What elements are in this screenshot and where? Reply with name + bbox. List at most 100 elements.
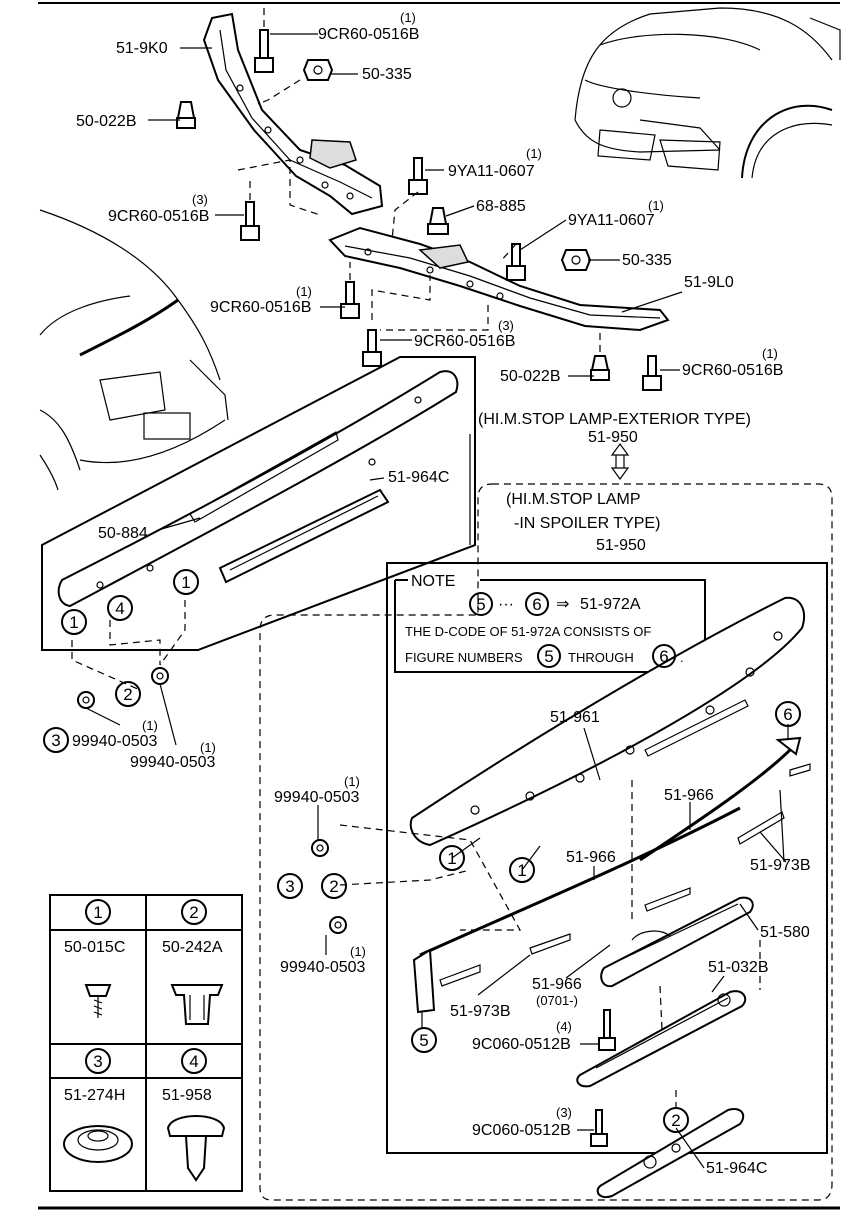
label-9C060-a: 9C060-0512B	[472, 1036, 571, 1053]
label-50-335-b: 50-335	[622, 252, 672, 269]
exterior-labels: (HI.M.STOP LAMP-EXTERIOR TYPE) 51-950 51…	[72, 411, 751, 771]
note-circle-6-a	[525, 592, 549, 616]
legend-part-2: 50-242A	[162, 939, 223, 956]
callout-circle-6-a	[775, 701, 801, 727]
label-9CR60-e: 9CR60-0516B	[682, 362, 783, 379]
label-50-884: 50-884	[98, 525, 148, 542]
callout-circle-5-a	[411, 1027, 437, 1053]
garnish-51-964C	[596, 1108, 745, 1198]
note-callout-5-b: 5	[544, 647, 553, 666]
note-callout-5-a: 5	[476, 595, 485, 614]
callout-1-c: 1	[447, 849, 456, 868]
label-68-885: 68-885	[476, 198, 526, 215]
locator-lines-spoiler	[339, 780, 761, 1110]
note-line-3c: .	[680, 650, 684, 665]
locator-lines-upper	[237, 8, 601, 352]
label-9YA11-b: 9YA11-0607	[568, 212, 655, 229]
label-99940-b: 99940-0503	[130, 754, 216, 771]
exterior-heading: (HI.M.STOP LAMP-EXTERIOR TYPE)	[478, 411, 751, 428]
legend-circle-1	[85, 899, 111, 925]
label-51-973B-a: 51-973B	[750, 857, 811, 874]
note-dots: ···	[498, 596, 514, 613]
label-51-964C-b: 51-964C	[706, 1160, 767, 1177]
callout-3-a: 3	[51, 731, 60, 750]
label-51-580: 51-580	[760, 924, 810, 941]
legend-part-4: 51-958	[162, 1087, 212, 1104]
callout-6-a: 6	[783, 705, 792, 724]
callout-2-b: 2	[329, 877, 338, 896]
legend-num-3: 3	[93, 1052, 102, 1071]
callout-circle-2-a	[115, 681, 141, 707]
lamp-51-580	[600, 896, 754, 988]
label-51-973B-b: 51-973B	[450, 1003, 511, 1020]
vehicle-front-illustration	[574, 7, 841, 179]
exterior-type-panel	[41, 356, 476, 651]
legend-circle-2	[181, 899, 207, 925]
legend-num-2: 2	[189, 903, 198, 922]
spoiler-type-boundary	[259, 483, 833, 1201]
note-callout-6-a: 6	[532, 595, 541, 614]
label-51-961: 51-961	[550, 709, 600, 726]
qty-9YA11-b: (1)	[648, 198, 664, 213]
label-99940-d: 99940-0503	[280, 959, 366, 976]
legend-icon-51-958	[166, 1115, 226, 1182]
label-50-022B-a: 50-022B	[76, 113, 137, 130]
qty-9CR60-e: (1)	[762, 346, 778, 361]
qty-9YA11-a: (1)	[526, 146, 542, 161]
spoiler-heading-2: -IN SPOILER TYPE)	[514, 515, 660, 532]
spoiler-heading-1: (HI.M.STOP LAMP	[506, 491, 641, 508]
bracket-51-9L0	[328, 226, 670, 332]
stopper-51-973B	[412, 736, 811, 1014]
callout-2-c: 2	[671, 1111, 680, 1130]
note-line-3a: FIGURE NUMBERS	[405, 650, 523, 665]
callout-2-a: 2	[123, 685, 132, 704]
qty-9C060-b: (3)	[556, 1105, 572, 1120]
label-9CR60-b: 9CR60-0516B	[108, 208, 209, 225]
qty-9CR60-a: (1)	[400, 10, 416, 25]
callout-circle-4-a	[107, 595, 133, 621]
callout-1-b: 1	[181, 573, 190, 592]
callout-4-a: 4	[115, 599, 124, 618]
callout-circle-2-b	[321, 873, 347, 899]
label-51-966-c: 51-966	[532, 976, 582, 993]
callout-3-b: 3	[285, 877, 294, 896]
vehicle-rear-illustration	[39, 209, 229, 491]
bracket-51-9K0	[202, 12, 384, 216]
legend-num-1: 1	[93, 903, 102, 922]
note-circle-6-b	[652, 644, 676, 668]
label-9CR60-a: 9CR60-0516B	[318, 26, 419, 43]
label-9YA11-a: 9YA11-0607	[448, 163, 535, 180]
callout-circle-1-d	[509, 857, 535, 883]
callout-circle-1-c	[439, 845, 465, 871]
note-line-2: THE D-CODE OF 51-972A CONSISTS OF	[405, 624, 651, 639]
label-9CR60-c: 9CR60-0516B	[210, 299, 311, 316]
label-51-9L0: 51-9L0	[684, 274, 734, 291]
label-51-964C-a: 51-964C	[388, 469, 449, 486]
leader-lines	[85, 33, 789, 1169]
label-50-022B-b: 50-022B	[500, 368, 561, 385]
callout-circle-1-a	[61, 609, 87, 635]
seal-51-966-lower	[419, 806, 741, 957]
legend-part-3: 51-274H	[64, 1087, 125, 1104]
legend-part-1: 50-015C	[64, 939, 125, 956]
spoiler-part-51-950: 51-950	[596, 537, 646, 554]
legend-icon-50-242A	[170, 984, 224, 1025]
label-51-966-c-code: (0701-)	[536, 993, 578, 1008]
callout-circle-3-a	[43, 727, 69, 753]
note-circle-5-a	[469, 592, 493, 616]
legend-icon-51-274H	[63, 1125, 133, 1163]
callout-circles: 1 4 1 2 3 3 2 1 1 6 5 2 5 6 5 6 1 2 3	[43, 569, 801, 1133]
callout-1-a: 1	[69, 613, 78, 632]
note-part: 51-972A	[580, 596, 641, 613]
exterior-part-51-950: 51-950	[588, 429, 638, 446]
label-50-335-a: 50-335	[362, 66, 412, 83]
label-51-966-b: 51-966	[566, 849, 616, 866]
alternate-arrow	[610, 442, 630, 481]
legend-table	[49, 894, 243, 1192]
qty-99940-d: (1)	[350, 944, 366, 959]
note-title: NOTE	[411, 573, 455, 590]
callout-5-a: 5	[419, 1031, 428, 1050]
qty-9CR60-b: (3)	[192, 192, 208, 207]
callout-circle-3-b	[277, 873, 303, 899]
